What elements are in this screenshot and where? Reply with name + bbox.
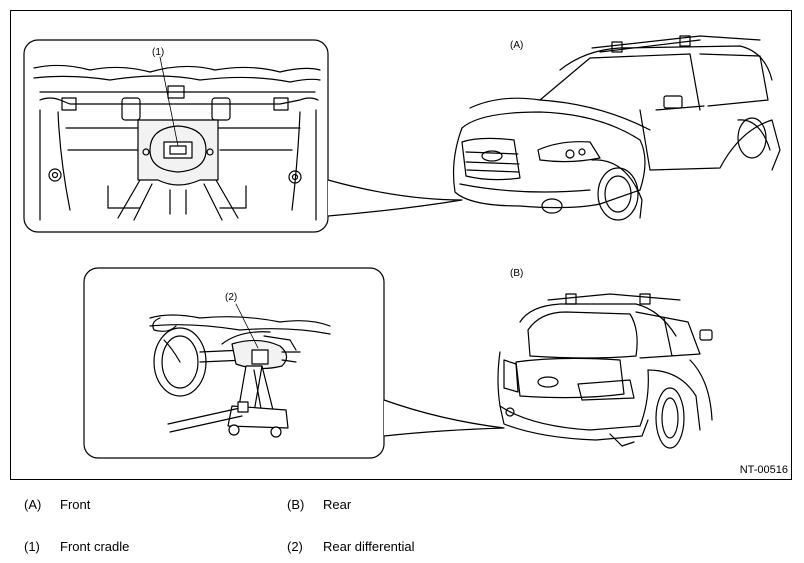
rear-car-view (497, 293, 713, 449)
legend-key: (B) (287, 497, 305, 512)
view-label-front: (A) (510, 40, 523, 51)
callout-front-cradle: (1) (152, 47, 164, 58)
legend-item-front-cradle: (1) Front cradle (24, 539, 129, 554)
view-label-rear: (B) (510, 268, 523, 279)
callout-rear-differential: (2) (225, 292, 237, 303)
legend-text: Rear differential (323, 539, 415, 554)
legend-text: Front cradle (60, 539, 130, 554)
legend-key: (2) (287, 539, 303, 554)
legend-key: (1) (24, 539, 40, 554)
jacking-points-diagram: (1) (23, 35, 781, 459)
front-detail-inset (23, 39, 329, 233)
front-car-view (452, 35, 781, 221)
legend: (A) Front (B) Rear (1) Front cradle (2) … (0, 480, 804, 563)
rear-detail-inset (83, 267, 385, 459)
legend-text: Front (60, 497, 91, 512)
legend-text: Rear (323, 497, 352, 512)
legend-key: (A) (24, 497, 42, 512)
figure-frame (10, 10, 792, 480)
legend-item-rear: (B) Rear (287, 497, 351, 512)
figure-id: NT-00516 (739, 464, 788, 476)
legend-item-rear-differential: (2) Rear differential (287, 539, 415, 554)
legend-item-front: (A) Front (24, 497, 90, 512)
